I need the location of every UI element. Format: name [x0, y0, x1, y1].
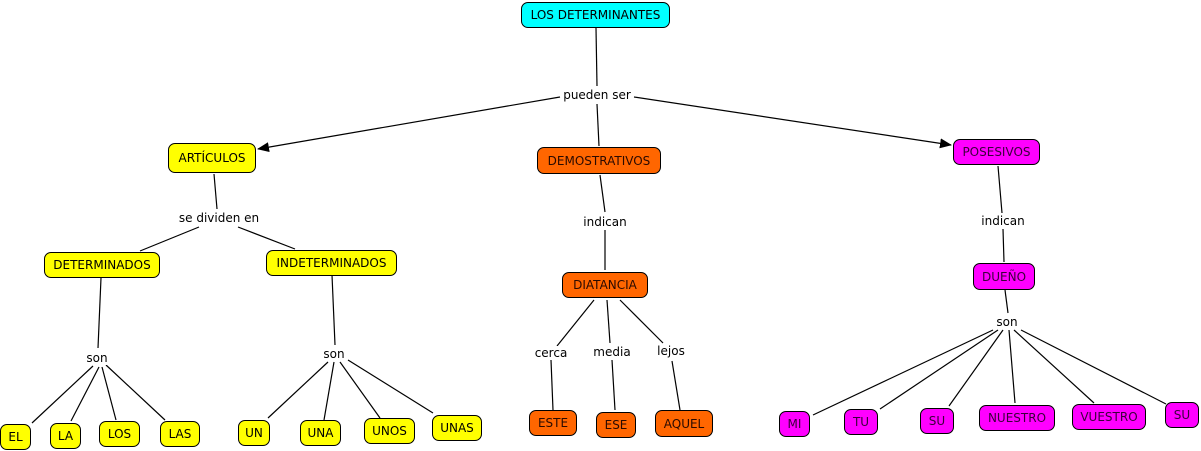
- line-son-vuestro: [1013, 329, 1095, 404]
- node-unos[interactable]: UNOS: [364, 418, 415, 444]
- link-indican-demostrativos: indican: [581, 215, 629, 229]
- node-las[interactable]: LAS: [160, 421, 200, 447]
- link-lejos: lejos: [655, 344, 687, 358]
- node-su-1[interactable]: SU: [920, 408, 954, 434]
- node-demostrativos[interactable]: DEMOSTRATIVOS: [537, 147, 661, 174]
- line-determinados-son: [97, 277, 102, 349]
- line-media-ese: [611, 359, 616, 411]
- node-articulos[interactable]: ARTÍCULOS: [168, 143, 256, 173]
- line-son-su1: [948, 329, 1004, 407]
- node-los-determinantes[interactable]: LOS DETERMINANTES: [521, 2, 670, 28]
- link-media: media: [591, 345, 633, 359]
- node-nuestro[interactable]: NUESTRO: [979, 405, 1055, 431]
- line-lejos-aquel: [671, 360, 681, 411]
- line-diatancia-cerca: [556, 299, 595, 347]
- line-link-demostrativos: [596, 103, 600, 147]
- line-son-las: [105, 364, 166, 421]
- node-aquel[interactable]: AQUEL: [655, 410, 713, 437]
- line-link-posesivos: [633, 96, 952, 149]
- line-link-indeterminados: [237, 226, 296, 250]
- line-demostrativos-link: [599, 174, 606, 213]
- line-posesivos-link: [997, 165, 1003, 214]
- line-dueno-son: [1004, 289, 1009, 314]
- line-son-unas: [347, 359, 434, 414]
- link-indican-posesivos: indican: [979, 214, 1027, 228]
- line-son-unos: [339, 361, 381, 419]
- link-pueden-ser: pueden ser: [561, 88, 633, 102]
- link-son-indeterminados: son: [321, 347, 347, 361]
- node-ese[interactable]: ESE: [596, 412, 636, 438]
- line-diatancia-lejos: [619, 299, 664, 344]
- line-son-mi: [812, 329, 994, 416]
- link-son-determinados: son: [84, 351, 110, 365]
- line-son-el: [31, 365, 94, 424]
- line-son-tu: [879, 329, 999, 410]
- line-link-dueno: [1002, 228, 1005, 263]
- line-son-los: [101, 366, 117, 421]
- node-una[interactable]: UNA: [300, 420, 341, 446]
- node-mi[interactable]: MI: [779, 411, 810, 437]
- line-link-determinados: [139, 226, 200, 252]
- line-son-la: [70, 366, 100, 422]
- line-son-una: [323, 361, 335, 421]
- node-la[interactable]: LA: [50, 423, 81, 449]
- node-los[interactable]: LOS: [99, 421, 140, 447]
- node-unas[interactable]: UNAS: [432, 415, 482, 441]
- node-determinados[interactable]: DETERMINADOS: [44, 252, 160, 278]
- link-se-dividen-en: se dividen en: [176, 211, 262, 225]
- node-este[interactable]: ESTE: [529, 410, 577, 436]
- link-cerca: cerca: [532, 346, 570, 360]
- line-diatancia-media: [606, 299, 611, 344]
- node-un[interactable]: UN: [238, 420, 270, 446]
- line-son-su2: [1020, 329, 1167, 405]
- node-el[interactable]: EL: [0, 424, 31, 450]
- line-cerca-este: [550, 359, 554, 411]
- line-indeterminados-son: [331, 274, 336, 346]
- line-articulos-link: [213, 173, 218, 210]
- line-root-link: [595, 27, 598, 87]
- node-su-2[interactable]: SU: [1165, 402, 1199, 428]
- node-dueno[interactable]: DUEÑO: [973, 263, 1035, 290]
- line-link-articulos: [257, 96, 561, 153]
- line-son-un: [267, 361, 329, 419]
- node-posesivos[interactable]: POSESIVOS: [953, 139, 1040, 165]
- node-tu[interactable]: TU: [844, 409, 878, 435]
- node-vuestro[interactable]: VUESTRO: [1072, 404, 1146, 430]
- node-diatancia[interactable]: DIATANCIA: [562, 272, 648, 298]
- node-indeterminados[interactable]: INDETERMINADOS: [266, 250, 397, 276]
- line-son-nuestro: [1008, 329, 1016, 404]
- link-son-dueno: son: [994, 315, 1020, 329]
